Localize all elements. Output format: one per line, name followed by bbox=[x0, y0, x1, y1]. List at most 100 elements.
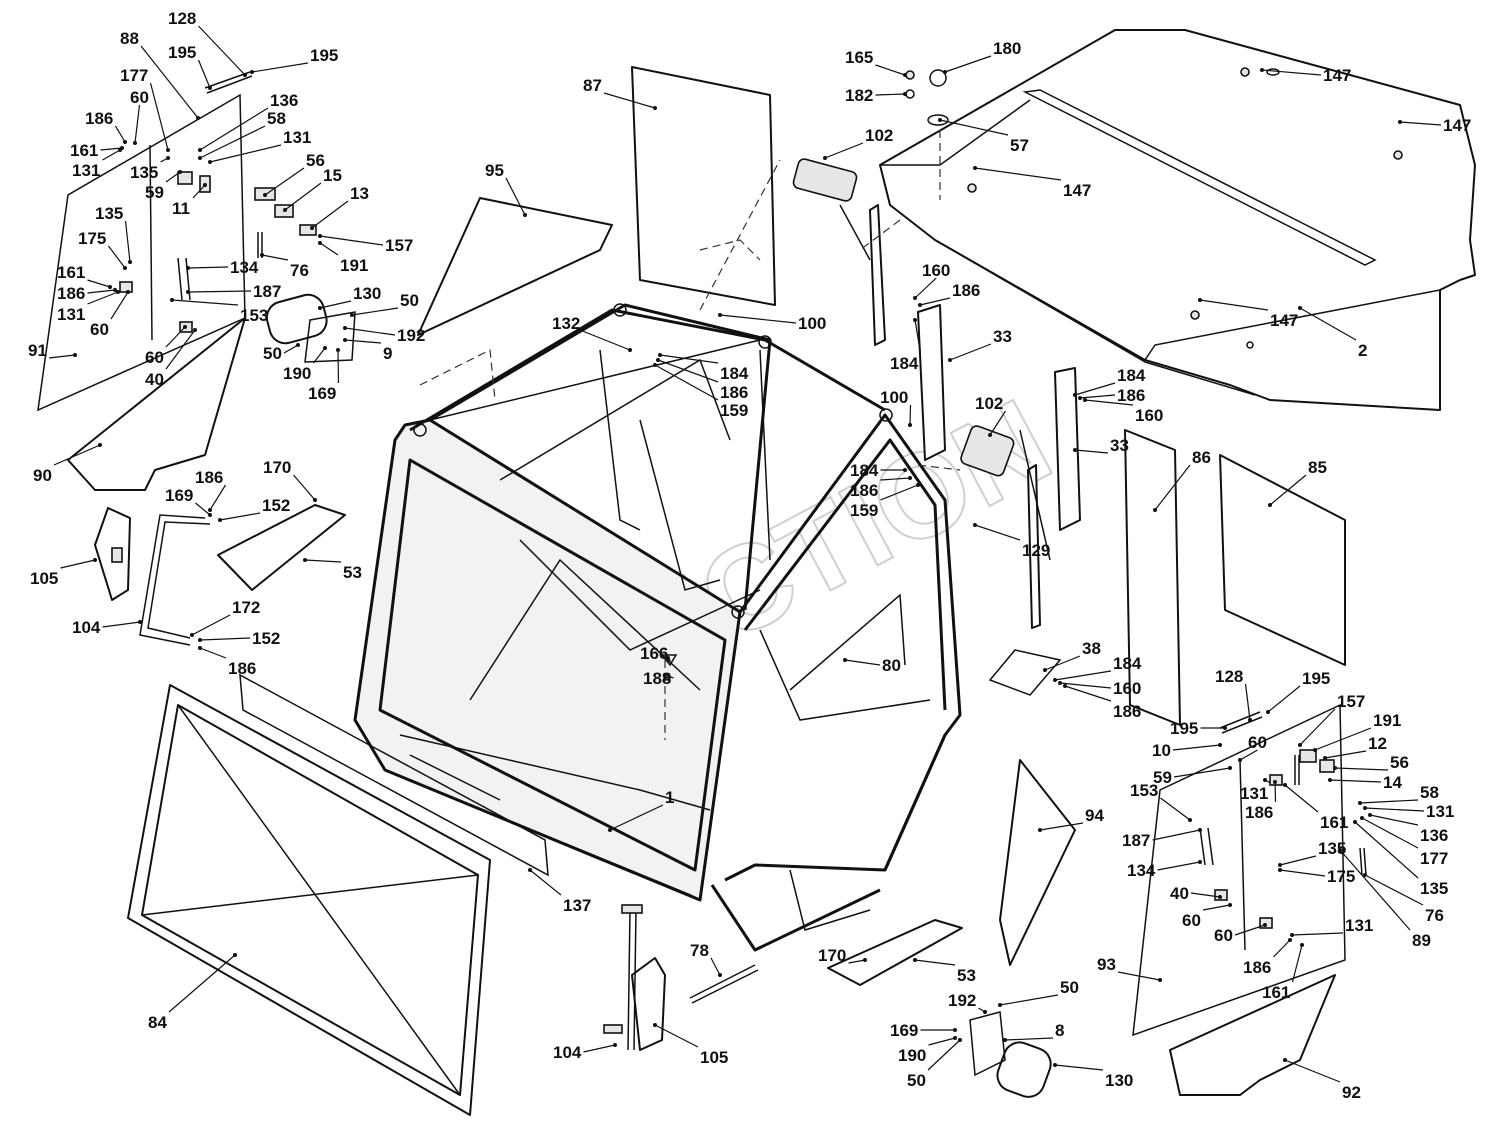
callout-target-dot bbox=[1266, 710, 1270, 714]
callout-33: 33 bbox=[1073, 436, 1129, 455]
callout-target-dot bbox=[983, 1010, 987, 1014]
callout-leader bbox=[351, 307, 399, 316]
callout-leader bbox=[909, 404, 912, 426]
side-window-95 bbox=[417, 197, 613, 336]
callout-target-dot bbox=[1278, 863, 1282, 867]
callout-leader bbox=[1054, 670, 1112, 681]
callout-76: 76 bbox=[1363, 873, 1444, 925]
callout-177: 177 bbox=[1360, 816, 1448, 868]
callout-104: 104 bbox=[553, 1043, 617, 1062]
callout-78: 78 bbox=[690, 941, 722, 977]
callout-195: 195 bbox=[250, 46, 338, 74]
callout-target-dot bbox=[116, 290, 120, 294]
callout-number: 56 bbox=[1390, 753, 1409, 772]
callout-leader bbox=[939, 119, 1009, 136]
callout-60: 60 bbox=[1182, 903, 1232, 930]
callout-135: 135 bbox=[1353, 820, 1448, 898]
callout-136: 136 bbox=[1368, 813, 1448, 845]
callout-number: 87 bbox=[583, 76, 602, 95]
callout-target-dot bbox=[666, 656, 670, 660]
callout-169: 169 bbox=[308, 348, 340, 403]
callout-186: 186 bbox=[85, 109, 127, 144]
cab-frame bbox=[353, 303, 962, 952]
callout-number: 8 bbox=[1055, 1021, 1064, 1040]
callout-56: 56 bbox=[263, 151, 325, 197]
callout-leader bbox=[583, 1044, 616, 1053]
callout-leader bbox=[1261, 69, 1322, 76]
step-53-bottom bbox=[827, 919, 963, 986]
callout-target-dot bbox=[166, 148, 170, 152]
callout-number: 161 bbox=[57, 263, 85, 282]
callout-number: 135 bbox=[1318, 839, 1346, 858]
callout-number: 161 bbox=[1320, 813, 1348, 832]
callout-number: 104 bbox=[553, 1043, 582, 1062]
callout-target-dot bbox=[1288, 938, 1292, 942]
callout-89: 89 bbox=[1338, 848, 1431, 950]
callout-number: 15 bbox=[323, 166, 342, 185]
callout-number: 147 bbox=[1323, 66, 1351, 85]
callout-target-dot bbox=[843, 658, 847, 662]
callout-number: 187 bbox=[253, 282, 281, 301]
callout-number: 76 bbox=[1425, 906, 1444, 925]
callout-number: 135 bbox=[95, 204, 123, 223]
callout-target-dot bbox=[126, 290, 130, 294]
callout-number: 38 bbox=[1082, 639, 1101, 658]
callout-160: 160 bbox=[1058, 679, 1141, 698]
callout-number: 14 bbox=[1383, 773, 1402, 792]
callout-leader bbox=[654, 1024, 699, 1048]
callout-target-dot bbox=[1298, 306, 1302, 310]
callout-target-dot bbox=[260, 253, 264, 257]
callout-184: 184 bbox=[1073, 366, 1146, 397]
callout-target-dot bbox=[208, 86, 212, 90]
callout-leader bbox=[710, 957, 721, 976]
callout-leader bbox=[582, 330, 631, 351]
callout-leader bbox=[1299, 307, 1357, 341]
callout-target-dot bbox=[1260, 68, 1264, 72]
callout-leader bbox=[1354, 821, 1419, 879]
callout-number: 131 bbox=[57, 305, 85, 324]
post-33-left bbox=[917, 304, 946, 461]
callout-number: 131 bbox=[1426, 802, 1454, 821]
callout-number: 1 bbox=[665, 788, 674, 807]
callout-target-dot bbox=[1038, 828, 1042, 832]
callout-leader bbox=[134, 104, 141, 144]
callout-number: 40 bbox=[145, 370, 164, 389]
callout-number: 78 bbox=[690, 941, 709, 960]
callout-target-dot bbox=[283, 208, 287, 212]
callout-leader bbox=[319, 235, 384, 246]
callout-50: 50 bbox=[998, 978, 1079, 1007]
plate-38 bbox=[988, 649, 1062, 696]
callout-target-dot bbox=[313, 498, 317, 502]
callout-target-dot bbox=[1043, 668, 1047, 672]
callout-leader bbox=[108, 245, 126, 269]
callout-leader bbox=[1202, 904, 1231, 911]
callout-76: 76 bbox=[260, 253, 309, 280]
callout-number: 136 bbox=[270, 91, 298, 110]
callout-175: 175 bbox=[78, 229, 127, 270]
callout-number: 186 bbox=[195, 468, 223, 487]
callout-leader bbox=[199, 125, 266, 159]
callout-100: 100 bbox=[880, 388, 912, 427]
callout-13: 13 bbox=[310, 184, 369, 230]
callout-184: 184 bbox=[1053, 654, 1142, 682]
callout-number: 161 bbox=[70, 141, 98, 160]
callout-number: 91 bbox=[28, 341, 47, 360]
callout-86: 86 bbox=[1153, 448, 1211, 512]
callout-134: 134 bbox=[1127, 860, 1202, 880]
callout-target-dot bbox=[1300, 943, 1304, 947]
callout-target-dot bbox=[1363, 873, 1367, 877]
callout-target-dot bbox=[1283, 783, 1287, 787]
callout-leader bbox=[927, 1039, 961, 1071]
callout-leader bbox=[293, 474, 316, 501]
callout-leader bbox=[1173, 767, 1231, 778]
callout-184: 184 bbox=[850, 461, 907, 480]
callout-number: 152 bbox=[252, 629, 280, 648]
callout-target-dot bbox=[908, 476, 912, 480]
callout-130: 130 bbox=[318, 284, 381, 310]
callout-leader bbox=[824, 142, 864, 159]
callout-number: 11 bbox=[172, 199, 190, 218]
callout-target-dot bbox=[318, 241, 322, 245]
callout-number: 59 bbox=[1153, 768, 1172, 787]
callout-161: 161 bbox=[70, 141, 124, 160]
